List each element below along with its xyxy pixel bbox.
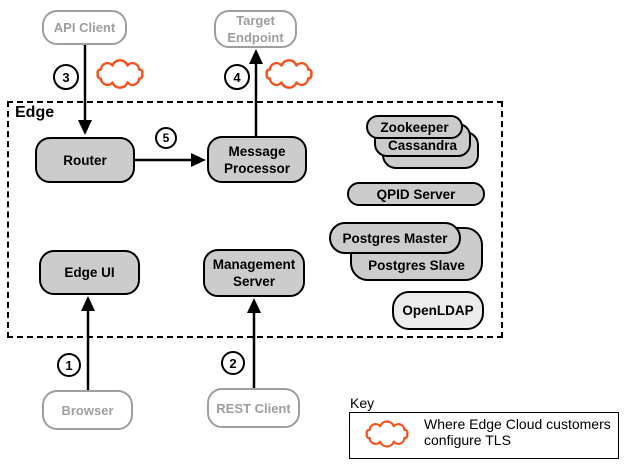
step-badge-2: 2	[221, 351, 245, 375]
node-management-server: Management Server	[203, 249, 305, 297]
node-cassandra-label: Cassandra	[387, 138, 458, 153]
node-message-processor-label-line2: Processor	[223, 160, 291, 176]
tls-cloud-icon	[96, 59, 144, 89]
node-target-endpoint-label-line2: Endpoint	[227, 30, 284, 45]
node-message-processor-label-line1: Message	[228, 143, 286, 159]
node-api-client: API Client	[42, 10, 127, 45]
node-edge-ui: Edge UI	[39, 250, 140, 295]
node-router-label: Router	[63, 152, 107, 168]
tls-cloud-icon	[365, 420, 409, 448]
node-management-server-label-line1: Management	[212, 257, 296, 272]
step-badge-3: 3	[53, 64, 79, 90]
key-legend-box: Where Edge Cloud customers configure TLS	[349, 412, 619, 459]
key-legend-text-line2: configure TLS	[424, 431, 511, 448]
node-zookeeper-label: Zookeeper	[380, 119, 449, 135]
node-postgres-master: Postgres Master	[329, 222, 461, 254]
node-router: Router	[35, 137, 135, 183]
step-badge-5-number: 5	[162, 131, 170, 145]
step-badge-4-number: 4	[233, 69, 241, 85]
arrow-api-client-to-router	[78, 45, 92, 135]
node-rest-client: REST Client	[207, 388, 300, 428]
step-badge-5: 5	[155, 127, 177, 149]
node-message-processor: Message Processor	[207, 136, 307, 183]
node-api-client-label: API Client	[53, 20, 116, 35]
arrow-rest-client-to-management-server	[247, 298, 261, 388]
step-badge-1-number: 1	[65, 357, 73, 373]
node-qpid-server-label: QPID Server	[376, 186, 456, 202]
arrow-router-to-message-processor	[135, 153, 206, 167]
node-browser-label: Browser	[61, 402, 114, 418]
node-target-endpoint-label-line1: Target	[236, 13, 275, 28]
edge-boundary-label: Edge	[15, 104, 55, 121]
node-qpid-server: QPID Server	[347, 182, 485, 206]
node-openldap: OpenLDAP	[392, 291, 484, 330]
tls-cloud-icon	[265, 59, 313, 89]
node-rest-client-label: REST Client	[216, 400, 291, 416]
arrow-message-processor-to-target-endpoint	[249, 49, 263, 136]
node-target-endpoint: Target Endpoint	[214, 10, 297, 48]
node-zookeeper: Zookeeper	[366, 115, 463, 139]
step-badge-2-number: 2	[229, 355, 237, 371]
step-badge-3-number: 3	[62, 69, 70, 85]
node-edge-ui-label: Edge UI	[64, 265, 115, 280]
node-postgres-master-label: Postgres Master	[342, 230, 448, 246]
node-browser: Browser	[42, 390, 133, 430]
node-management-server-label-line2: Server	[232, 274, 276, 289]
node-postgres-slave-label: Postgres Slave	[368, 258, 465, 273]
step-badge-4: 4	[224, 64, 250, 90]
key-legend-text-line1: Where Edge Cloud customers	[424, 416, 611, 432]
key-title: Key	[350, 395, 375, 411]
key-legend-text: Where Edge Cloud customers configure TLS	[424, 416, 611, 448]
step-badge-1: 1	[57, 353, 81, 377]
arrow-browser-to-edge-ui	[81, 296, 95, 390]
node-openldap-label: OpenLDAP	[402, 303, 474, 318]
